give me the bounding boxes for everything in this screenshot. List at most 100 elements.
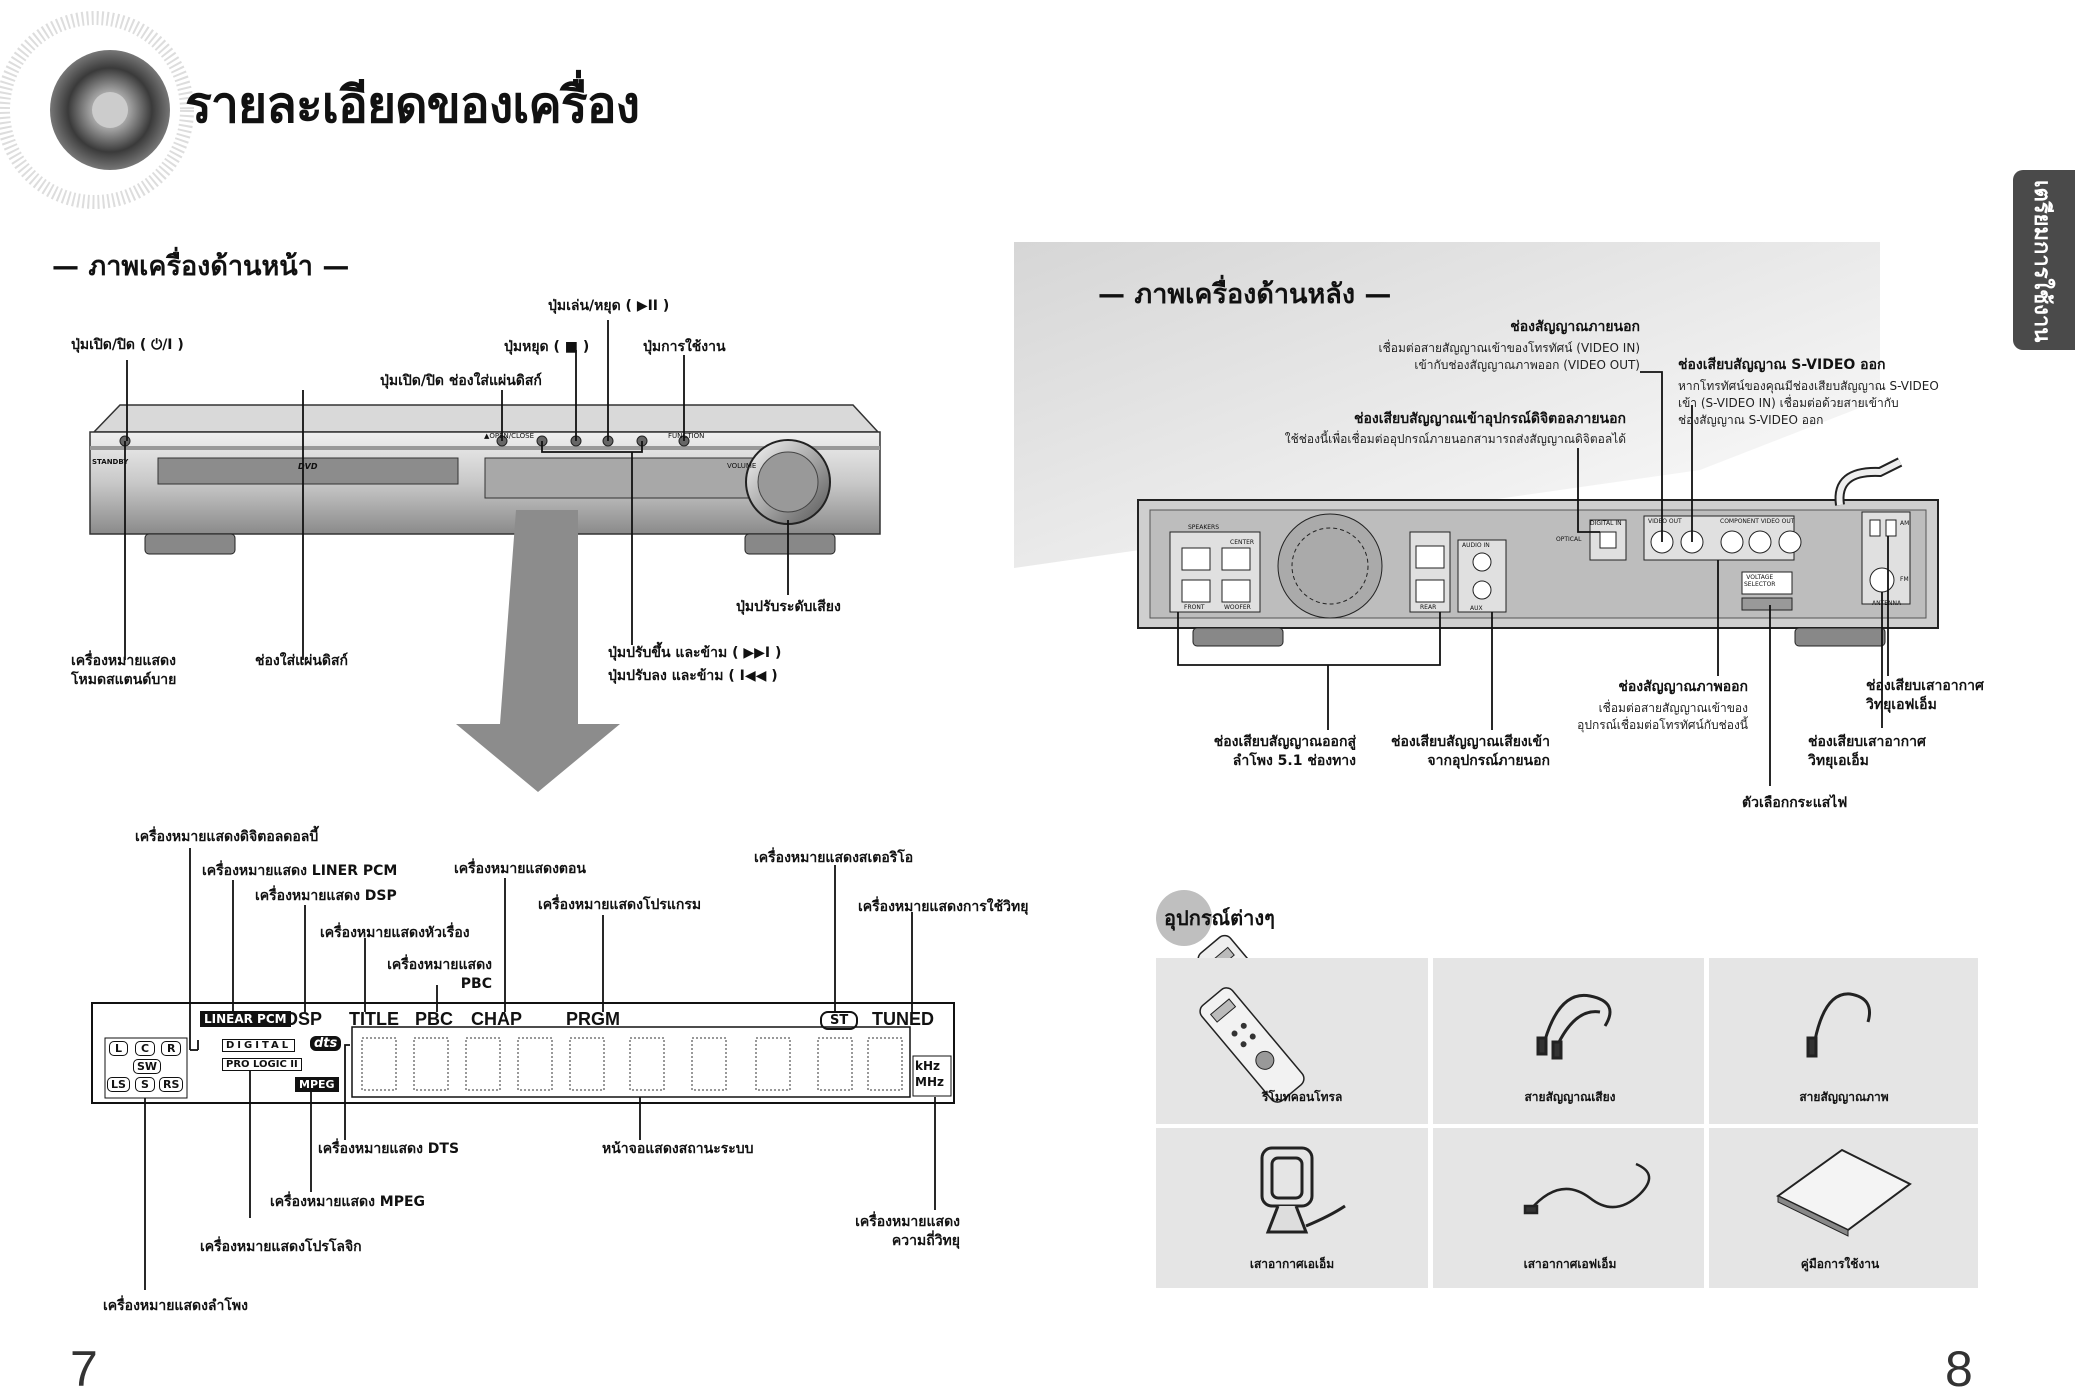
ext-video-desc: เชื่อมต่อสายสัญญาณเข้าของโทรทัศน์ (VIDEO… bbox=[1378, 341, 1640, 372]
accessory-label-fm-antenna: เสาอากาศเอฟเอ็ม bbox=[1523, 1257, 1617, 1271]
standby-device-text: STANDBY bbox=[92, 458, 129, 466]
digital-in-device-text: DIGITAL IN bbox=[1590, 520, 1622, 527]
speaker-c: C bbox=[135, 1041, 156, 1056]
mhz-indicator: MHz bbox=[915, 1075, 944, 1089]
prgm-indicator-label: เครื่องหมายแสดงโปรแกรม bbox=[538, 897, 702, 913]
page-title: รายละเอียดของเครื่อง bbox=[185, 76, 640, 134]
rear-section-title: — ภาพเครื่องด้านหลัง — bbox=[1098, 279, 1392, 310]
volume-label: ปุ่มปรับระดับเสียง bbox=[736, 599, 841, 615]
accessory-label-am-antenna: เสาอากาศเอเอ็ม bbox=[1249, 1257, 1335, 1271]
component-device-text: COMPONENT VIDEO OUT bbox=[1720, 518, 1795, 525]
front-leader-lines bbox=[124, 320, 789, 660]
function-device-text: FUNCTION bbox=[668, 432, 705, 440]
accessory-label-manual: คู่มือการใช้งาน bbox=[1800, 1257, 1880, 1271]
side-tab-label: เตรียมการใช้งาน bbox=[2029, 180, 2054, 343]
ext-video-title: ช่องสัญญาณภายนอก bbox=[1510, 319, 1640, 335]
dvd-logo: DVD bbox=[298, 462, 318, 471]
chap-indicator-label: เครื่องหมายแสดงตอน bbox=[454, 861, 587, 877]
prgm-indicator: PRGM bbox=[566, 1009, 620, 1029]
page-number-left: 7 bbox=[70, 1341, 98, 1397]
title-indicator-label: เครื่องหมายแสดงหัวเรื่อง bbox=[320, 925, 470, 941]
pbc-indicator: PBC bbox=[415, 1009, 454, 1029]
side-tab: เตรียมการใช้งาน bbox=[2013, 170, 2075, 350]
power-button-label: ปุ่มเปิด/ปิด ( ⏻/I ) bbox=[71, 337, 184, 353]
speaker-indicator-label: เครื่องหมายแสดงลำโพง bbox=[103, 1298, 248, 1314]
fm-device-text: FM bbox=[1900, 576, 1909, 583]
function-label: ปุ่มการใช้งาน bbox=[643, 339, 726, 355]
linear-pcm-label: เครื่องหมายแสดง LINER PCM bbox=[202, 863, 398, 879]
accessory-tile-video-cable bbox=[1709, 958, 1978, 1124]
stereo-indicator-label: เครื่องหมายแสดงสเตอริโอ bbox=[754, 850, 914, 866]
disc-tray-label: ช่องใส่แผ่นดิสก์ bbox=[255, 653, 349, 669]
speaker-s: S bbox=[135, 1077, 155, 1092]
antenna-device-text: ANTENNA bbox=[1872, 600, 1902, 607]
frequency-indicator-label: เครื่องหมายแสดง ความถี่วิทยุ bbox=[855, 1214, 960, 1249]
rear-device-text: REAR bbox=[1420, 604, 1437, 611]
dts-indicator-label: เครื่องหมายแสดง DTS bbox=[318, 1141, 460, 1157]
rear-leader-lines bbox=[1177, 371, 1889, 786]
dolby-digital-indicator: DIGITAL bbox=[222, 1039, 296, 1052]
speaker-ls: LS bbox=[107, 1077, 130, 1092]
play-pause-label: ปุ่มเล่น/หยุด ( ▶II ) bbox=[548, 298, 670, 314]
dsp-indicator: DSP bbox=[285, 1009, 323, 1029]
dts-indicator: dts bbox=[310, 1036, 342, 1051]
title-indicator: TITLE bbox=[349, 1009, 399, 1029]
accessories-badge bbox=[1156, 890, 1212, 946]
arrow-down-icon bbox=[456, 510, 620, 792]
tuned-indicator-label: เครื่องหมายแสดงการใช้วิทยุ bbox=[858, 899, 1029, 915]
mpeg-indicator: MPEG bbox=[295, 1077, 339, 1092]
page-number-right: 8 bbox=[1945, 1341, 1973, 1397]
open-close-label: ปุ่มเปิด/ปิด ช่องใส่แผ่นดิสก์ bbox=[380, 373, 542, 389]
chap-indicator: CHAP bbox=[471, 1009, 523, 1029]
optical-device-text: OPTICAL bbox=[1556, 536, 1582, 543]
pbc-indicator-label: เครื่องหมายแสดง PBC bbox=[387, 957, 492, 992]
svideo-desc: หากโทรทัศน์ของคุณมีช่องเสียบสัญญาณ S-VID… bbox=[1678, 379, 1939, 427]
rear-background bbox=[1014, 242, 1880, 568]
front-device-illustration bbox=[89, 404, 881, 555]
speaker-rs: RS bbox=[159, 1077, 184, 1092]
audio-in-device-text: AUDIO IN bbox=[1462, 542, 1490, 549]
audio-in-label: ช่องเสียบสัญญาณเสียงเข้า จากอุปกรณ์ภายนอ… bbox=[1390, 734, 1550, 769]
mpeg-indicator-label: เครื่องหมายแสดง MPEG bbox=[270, 1194, 426, 1210]
woofer-device-text: WOOFER bbox=[1224, 604, 1251, 611]
digital-in-title: ช่องเสียบสัญญาณเข้าอุปกรณ์ดิจิตอลภายนอก bbox=[1353, 411, 1626, 427]
video-out-device-text: VIDEO OUT bbox=[1648, 518, 1682, 525]
skip-up-label: ปุ่มปรับขึ้น และข้าม ( ▶▶I ) bbox=[608, 645, 782, 661]
prologic-indicator-label: เครื่องหมายแสดงโปรโลจิก bbox=[200, 1239, 362, 1255]
digital-in-desc: ใช้ช่องนี้เพื่อเชื่อมต่ออุปกรณ์ภายนอกสาม… bbox=[1284, 432, 1626, 446]
speakers-device-text: SPEAKERS bbox=[1188, 524, 1220, 531]
linear-pcm-indicator: LINEAR PCM bbox=[200, 1011, 291, 1027]
tuned-indicator: TUNED bbox=[872, 1009, 934, 1029]
speaker-sw: SW bbox=[133, 1059, 162, 1074]
am-device-text: AM bbox=[1900, 520, 1910, 527]
skip-down-label: ปุ่มปรับลง และข้าม ( I◀◀ ) bbox=[608, 668, 778, 684]
accessories-heading: อุปกรณ์ต่างๆ bbox=[1164, 906, 1275, 930]
accessory-label-video-cable: สายสัญญาณภาพ bbox=[1799, 1090, 1889, 1104]
status-display-label: หน้าจอแสดงสถานะระบบ bbox=[602, 1141, 754, 1157]
volume-device-text: VOLUME bbox=[727, 462, 757, 470]
stop-label: ปุ่มหยุด ( ■ ) bbox=[504, 339, 590, 355]
voltage-selector-label: ตัวเลือกกระแสไฟ bbox=[1742, 795, 1848, 811]
speaker-out-label: ช่องเสียบสัญญาณออกสู่ ลำโพง 5.1 ช่องทาง bbox=[1213, 734, 1356, 769]
front-device-text: FRONT bbox=[1184, 604, 1205, 611]
speaker-r: R bbox=[161, 1041, 182, 1056]
accessory-label-remote: รีโมทคอนโทรล bbox=[1262, 1090, 1343, 1104]
front-section-title: — ภาพเครื่องด้านหน้า — bbox=[52, 251, 350, 282]
center-device-text: CENTER bbox=[1230, 539, 1255, 546]
prologic-indicator: PRO LOGIC II bbox=[222, 1058, 302, 1071]
am-antenna-label: ช่องเสียบเสาอากาศ วิทยุเอเอ็ม bbox=[1808, 734, 1926, 769]
svideo-title: ช่องเสียบสัญญาณ S-VIDEO ออก bbox=[1678, 357, 1886, 373]
rear-device-illustration bbox=[1137, 457, 1939, 647]
video-out-title: ช่องสัญญาณภาพออก bbox=[1618, 679, 1748, 695]
speaker-logo-icon bbox=[0, 11, 194, 209]
fm-antenna-label: ช่องเสียบเสาอากาศ วิทยุเอฟเอ็ม bbox=[1866, 678, 1984, 713]
aux-device-text: AUX bbox=[1470, 605, 1483, 612]
dsp-label: เครื่องหมายแสดง DSP bbox=[255, 888, 397, 904]
segment-digits bbox=[361, 1037, 903, 1091]
voltage-selector-device-text: VOLTAGE SELECTOR bbox=[1744, 574, 1776, 588]
dolby-digital-label: เครื่องหมายแสดงดิจิตอลดอลบี้ bbox=[135, 829, 319, 845]
khz-indicator: kHz bbox=[915, 1059, 941, 1073]
standby-label: เครื่องหมายแสดง โหมดสแตนด์บาย bbox=[71, 653, 177, 688]
display-leader-lines bbox=[144, 848, 936, 1290]
